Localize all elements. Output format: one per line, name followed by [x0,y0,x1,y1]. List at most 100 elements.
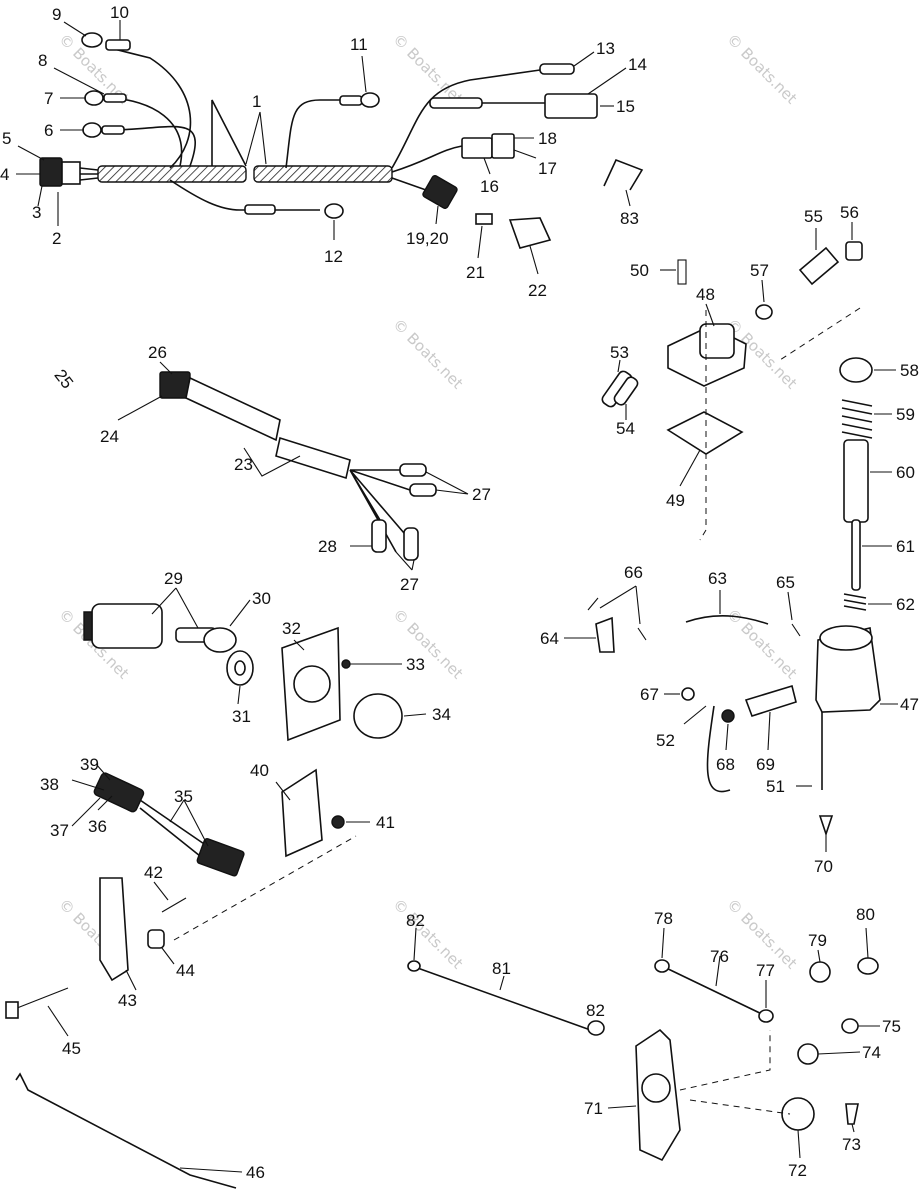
callout: 75 [882,1017,901,1036]
callout: 65 [776,573,795,592]
leader-68 [725,723,729,751]
terminal-11-sleeve [339,95,363,106]
bushing-44 [147,929,165,949]
leader-16 [483,157,491,175]
callout: 41 [376,813,395,832]
cam-71-hub [641,1073,671,1103]
clamp-66 [587,597,647,641]
callout: 82 [586,1001,605,1020]
rod-end-77 [758,1009,774,1023]
callout: 7 [44,89,53,108]
leader-53 [617,359,621,373]
harness-sheath-right [253,165,393,183]
ring-terminal-9 [81,32,103,48]
callout: 45 [62,1039,81,1058]
callout: 60 [896,463,915,482]
key-head [203,627,237,653]
ignition-switch-assembly [83,603,403,742]
terminal-10 [105,39,131,51]
fuse-21 [475,213,493,225]
callout: 74 [862,1043,881,1062]
ring-terminal-7 [84,90,104,106]
leader-48 [705,303,715,327]
solenoid-47-top [819,625,873,651]
callout: 71 [584,1099,603,1118]
nut-68 [721,709,735,723]
callout: 32 [282,619,301,638]
leader-21 [477,225,483,259]
callout: 68 [716,755,735,774]
callout: 22 [528,281,547,300]
wire-to-ring-9 [109,47,192,169]
callout: 49 [666,491,685,510]
callout: 29 [164,569,183,588]
connector-16 [461,137,493,159]
callout: 38 [40,775,59,794]
leader-24 [117,395,163,421]
bolt-45-head [5,1001,19,1019]
leader-42 [153,881,169,901]
wire-to-ring-6 [109,125,196,167]
leader-80 [865,927,869,959]
callout: 19,20 [406,229,449,248]
harness-connector [39,157,63,187]
callout: 3 [32,203,41,222]
nut-79 [809,961,831,983]
leader-69 [767,711,771,751]
callout: 70 [814,857,833,876]
callout: 6 [44,121,53,140]
fitting-64 [595,616,615,653]
solenoid-47 [815,627,881,713]
callout: 2 [52,229,61,248]
callout: 12 [324,247,343,266]
leader-66 [599,585,641,625]
terminal-12-sleeve [244,204,276,215]
harness-23-section-b [275,436,351,480]
callout: 31 [232,707,251,726]
callout: 81 [492,959,511,978]
leader-9 [63,21,87,37]
callout: 79 [808,931,827,950]
leader-35 [169,799,209,847]
connector-15 [544,93,598,119]
callout: 62 [896,595,915,614]
callout: 24 [100,427,119,446]
harness-sheath-left [97,165,247,183]
hose-63 [685,614,769,625]
rod-46 [15,1072,237,1189]
terminal-28 [371,519,387,553]
switch-body [196,838,245,877]
boot-22 [508,217,552,249]
leader-11 [361,55,367,93]
leader-37 [71,797,101,827]
callout: 55 [804,207,823,226]
callout: 25 [50,366,77,393]
leader-17 [513,149,537,159]
clip-69 [744,684,797,717]
callout: 82 [406,911,425,930]
bushing-72 [781,1097,815,1131]
callout: 63 [708,569,727,588]
leader-52 [683,705,707,725]
connector-36-39 [93,772,145,813]
leader-27a [425,471,469,495]
ring-terminal-6 [82,122,102,138]
callout: 26 [148,343,167,362]
terminal-27-a [399,463,427,477]
leader-71 [607,1105,637,1109]
switch-harness-35 [139,799,211,857]
leader-8 [53,67,105,95]
leader-lines [16,20,898,1173]
callout: 58 [900,361,919,380]
rod-end-78 [654,959,670,973]
washer-31-hole [234,660,246,676]
washer-80 [857,957,879,975]
callout: 78 [654,909,673,928]
watermark: © Boats.net [389,315,467,393]
callout: 5 [2,129,11,148]
leader-79 [817,949,821,963]
callout: 43 [118,991,137,1010]
tube-54 [613,376,639,406]
terminal-13 [539,63,575,75]
